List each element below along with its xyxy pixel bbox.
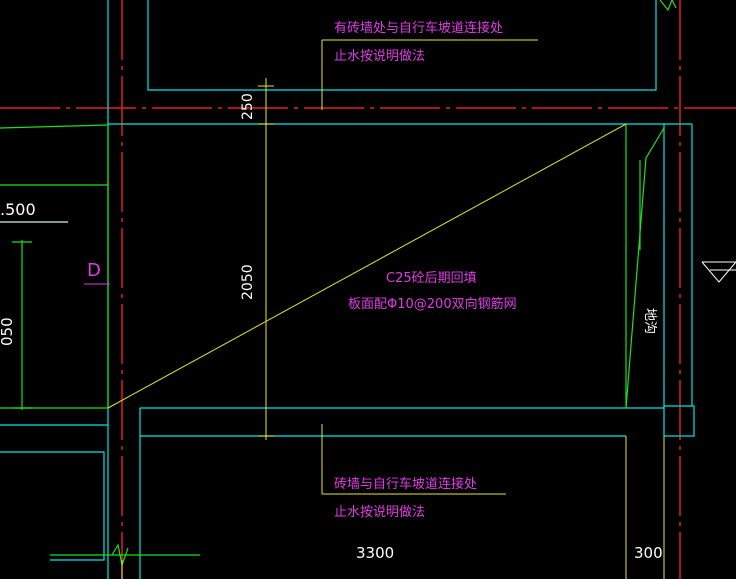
top-note-line1: 有砖墙处与自行车坡道连接处: [334, 20, 503, 36]
dim-trench-width: 300: [634, 544, 663, 562]
trench-label: 地沟: [642, 308, 657, 334]
axis-label-d: D: [87, 260, 101, 281]
lower-left-room-outline: [0, 451, 105, 561]
white-markers: [0, 221, 736, 283]
dim-left-partial: 050: [0, 317, 16, 346]
top-note-line2: 止水按说明做法: [334, 49, 425, 64]
level-symbol-right: [701, 261, 736, 283]
center-note-line1: C25砼后期回填: [386, 271, 477, 286]
upper-room-outline: [147, 0, 657, 91]
break-mark-bottom: [111, 543, 129, 568]
break-mark-top-right: [659, 0, 677, 12]
bottom-note-line2: 止水按说明做法: [334, 505, 425, 520]
center-note-line2: 板面配Φ10@200双向钢筋网: [348, 296, 517, 312]
dim-top-gap: 250: [240, 93, 256, 120]
dim-left-elevation: .500: [0, 200, 36, 219]
dim-height: 2050: [240, 264, 256, 300]
fill-diagonal: [107, 123, 627, 409]
dim-width: 3300: [356, 544, 394, 562]
yellow-geometry: [107, 39, 665, 579]
trench-post: [663, 405, 695, 437]
ramp-top-edge: [0, 124, 109, 129]
bottom-note-line1: 砖墙与自行车坡道连接处: [334, 476, 477, 492]
trench-slope: [625, 127, 665, 409]
wall-outlines: [0, 0, 695, 579]
